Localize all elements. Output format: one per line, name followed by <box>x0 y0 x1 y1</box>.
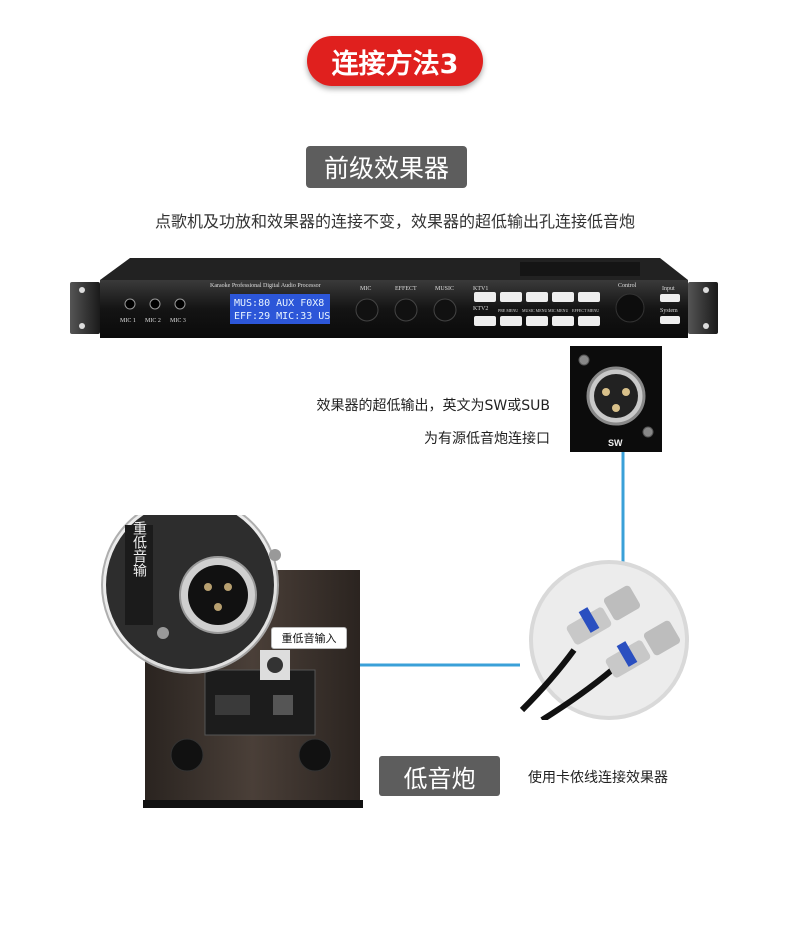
knobs: MIC EFFECT MUSIC <box>356 286 456 321</box>
section-label: 前级效果器 <box>306 146 467 188</box>
brand-text: Karaoke Professional Digital Audio Proce… <box>210 282 321 289</box>
knob-music-label: MUSIC <box>435 286 454 292</box>
cable-note: 使用卡侬线连接效果器 <box>528 767 668 787</box>
ktv2-label: KTV2 <box>473 306 488 312</box>
xlr-cable-photo <box>512 560 706 720</box>
zoom-vertical-label: 重低音输 <box>131 521 147 577</box>
music-menu-label: MUSIC MENU <box>522 308 548 313</box>
description: 点歌机及功放和效果器的连接不变，效果器的超低输出孔连接低音炮 <box>0 208 790 232</box>
sw-connector-label: SW <box>608 438 623 448</box>
pre-menu-label: PRE MENU <box>498 308 518 313</box>
knob-mic-label: MIC <box>360 286 371 292</box>
system-label: System <box>660 308 678 314</box>
sw-caption-line1: 效果器的超低输出，英文为SW或SUB <box>240 395 550 415</box>
lcd-line2: EFF:29 MIC:33 US <box>234 311 330 322</box>
mic2-label: MIC 2 <box>145 318 161 324</box>
mic-menu-label: MIC MENU <box>548 308 568 313</box>
input-label: Input <box>662 286 675 292</box>
lcd-line1: MUS:80 AUX F0X8 <box>234 298 324 309</box>
control-label: Control <box>618 283 637 289</box>
mic3-label: MIC 3 <box>170 318 186 324</box>
subwoofer-image: 重低音输 <box>95 515 370 815</box>
bass-input-tag: 重低音输入 <box>271 627 347 649</box>
mic1-label: MIC 1 <box>120 318 136 324</box>
subwoofer-label: 低音炮 <box>379 756 500 796</box>
sw-caption-line2: 为有源低音炮连接口 <box>240 428 550 448</box>
sw-connector-photo: SW <box>570 346 662 452</box>
effect-menu-label: EFFECT MENU <box>572 308 599 313</box>
title-pill: 连接方法3 <box>307 36 483 86</box>
ktv1-label: KTV1 <box>473 286 488 292</box>
audio-processor-image: Karaoke Professional Digital Audio Proce… <box>70 258 718 338</box>
knob-effect-label: EFFECT <box>395 286 417 292</box>
